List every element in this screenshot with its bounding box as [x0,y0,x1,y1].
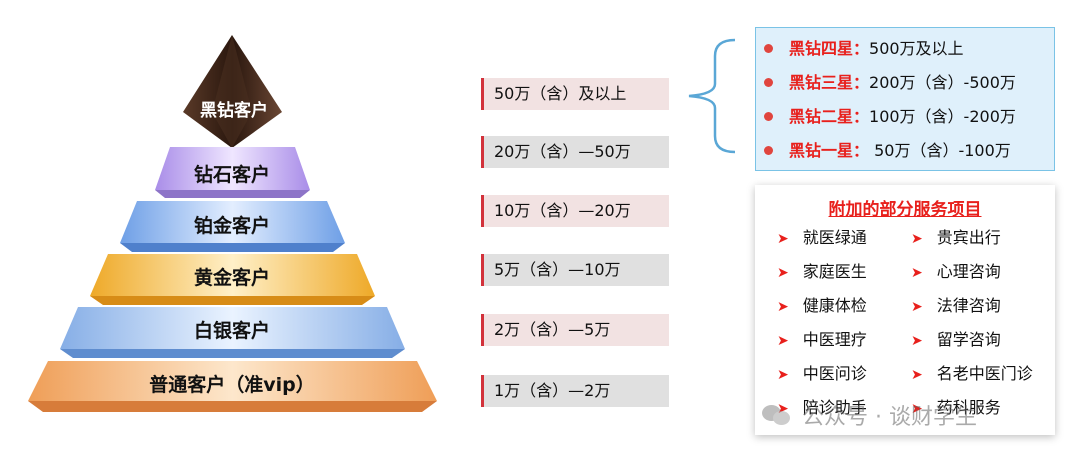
tier-diamond-shape [155,147,310,190]
watermark: 公众号 · 谈财学生 [762,398,977,432]
tier-label-gold: 黄金客户 [193,267,270,289]
arrow-right-icon: ➤ [777,367,789,383]
service-item: ➤名老中医门诊 [911,361,1033,387]
range-gold: 5万（含）—10万 [481,254,669,286]
tier-label-black: 黑钻客户 [200,101,268,121]
service-item: ➤陪诊助手 [777,395,867,421]
service-item: ➤心理咨询 [911,259,1001,285]
tier-gold-shape [90,254,375,296]
tier-silver-shape [60,307,405,349]
arrow-right-icon: ➤ [911,265,923,281]
tier-label-platinum: 铂金客户 [193,215,270,237]
service-item: ➤中医理疗 [777,327,867,353]
service-item: ➤就医绿通 [777,225,867,251]
service-item: ➤贵宾出行 [911,225,1001,251]
arrow-right-icon: ➤ [911,299,923,315]
tier-label-silver: 白银客户 [193,320,270,342]
range-silver: 2万（含）—5万 [481,314,669,346]
arrow-right-icon: ➤ [777,265,789,281]
tier-platinum-shape [120,201,345,243]
star-level-1: 黑钻一星： 50万（含）-100万 [764,134,1011,168]
watermark-text: 公众号 · 谈财学生 [802,405,977,430]
range-platinum: 10万（含）—20万 [481,195,669,227]
arrow-right-icon: ➤ [911,367,923,383]
service-item: ➤健康体检 [777,293,867,319]
bullet-dot-icon [764,78,773,87]
star-level-2: 黑钻二星：100万（含）-200万 [764,100,1016,134]
arrow-right-icon: ➤ [777,231,789,247]
tier-label-diamond: 钻石客户 [193,164,270,186]
star-level-4: 黑钻四星：500万及以上 [764,32,964,66]
bullet-dot-icon [764,146,773,155]
arrow-right-icon: ➤ [911,401,923,417]
black-diamond-star-levels: 黑钻四星：500万及以上 黑钻三星：200万（含）-500万 黑钻二星：100万… [755,27,1055,171]
bullet-dot-icon [764,44,773,53]
arrow-right-icon: ➤ [777,333,789,349]
services-title: 附加的部分服务项目 [828,200,982,220]
arrow-right-icon: ➤ [777,401,789,417]
arrow-right-icon: ➤ [911,231,923,247]
service-item: ➤留学咨询 [911,327,1001,353]
service-item: ➤中医问诊 [777,361,867,387]
additional-services-panel: 附加的部分服务项目 ➤就医绿通 ➤家庭医生 ➤健康体检 ➤中医理疗 ➤中医问诊 … [755,185,1055,435]
curly-brace-connector [688,38,736,154]
range-normal: 1万（含）—2万 [481,375,669,407]
customer-tier-pyramid [28,35,437,412]
bullet-dot-icon [764,112,773,121]
service-item: ➤药科服务 [911,395,1001,421]
service-item: ➤法律咨询 [911,293,1001,319]
service-item: ➤家庭医生 [777,259,867,285]
star-level-3: 黑钻三星：200万（含）-500万 [764,66,1016,100]
range-black: 50万（含）及以上 [481,78,669,110]
range-diamond: 20万（含）—50万 [481,136,669,168]
tier-label-normal: 普通客户（准vip） [149,374,315,396]
wechat-icon [762,403,792,427]
arrow-right-icon: ➤ [777,299,789,315]
tier-normal-shape [28,361,437,401]
arrow-right-icon: ➤ [911,333,923,349]
